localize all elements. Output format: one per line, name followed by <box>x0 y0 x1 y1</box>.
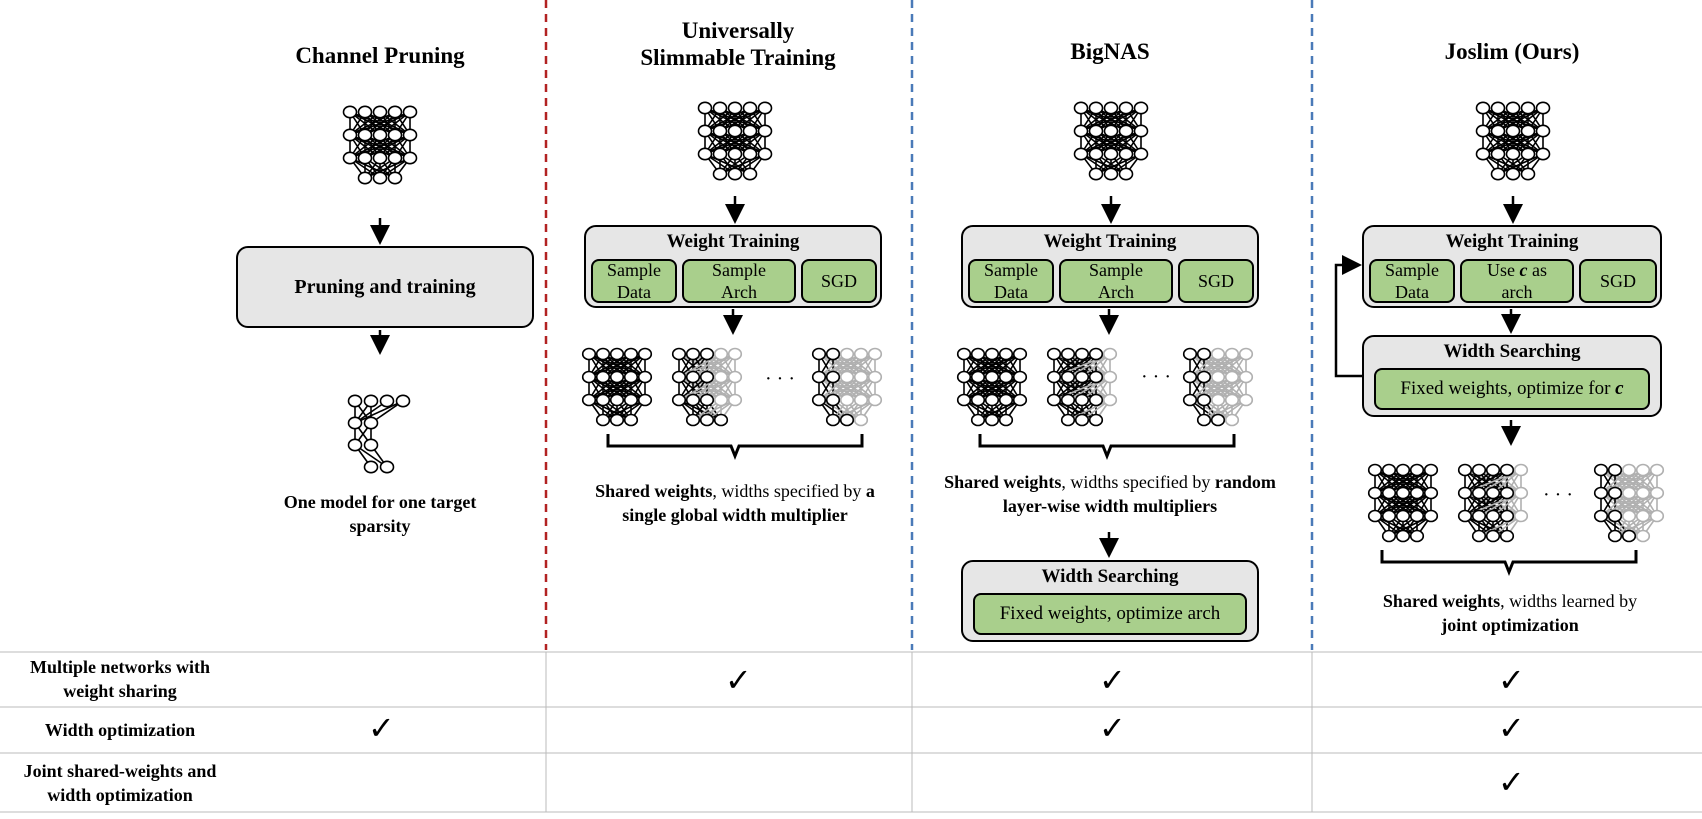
network-icon <box>1073 101 1149 181</box>
pruned-network-icon <box>347 394 411 474</box>
joslim-width-searching-label: Width Searching <box>1443 341 1581 362</box>
check-mark: ✓ <box>1498 763 1525 801</box>
check-mark: ✓ <box>368 709 395 747</box>
network-icon <box>1367 463 1439 543</box>
check-mark: ✓ <box>1099 709 1126 747</box>
ust-title: Universally Slimmable Training <box>588 17 888 71</box>
network-icon <box>697 101 773 181</box>
bignas-ellipsis: · · · <box>1141 366 1171 388</box>
check-mark: ✓ <box>1498 709 1525 747</box>
network-icon <box>581 347 653 427</box>
check-mark: ✓ <box>725 661 752 699</box>
network-icon <box>671 347 743 427</box>
pruning-training-box: Pruning and training <box>236 246 534 328</box>
network-icon <box>1046 347 1118 427</box>
joslim-ellipsis: · · · <box>1543 484 1573 506</box>
grouping-brace <box>606 434 864 461</box>
joslim-weight-training-label: Weight Training <box>1445 231 1579 252</box>
bignas-title: BigNAS <box>1070 39 1150 64</box>
bignas-caption: Shared weights, widths specified by rand… <box>944 472 1276 516</box>
bignas-sgd: SGD <box>1178 259 1254 303</box>
joslim-title: Joslim (Ours) <box>1444 39 1580 64</box>
network-icon <box>1182 347 1254 427</box>
ust-title-line2: Slimmable Training <box>640 45 836 70</box>
bignas-width-searching-label: Width Searching <box>1041 566 1179 587</box>
grouping-brace <box>978 434 1236 461</box>
pruning-caption: One model for one target sparsity <box>230 490 530 538</box>
table-row-label: Width optimization <box>44 720 196 740</box>
check-mark: ✓ <box>1099 661 1126 699</box>
ust-weight-training-label: Weight Training <box>666 231 800 252</box>
network-icon <box>1475 101 1551 181</box>
feedback-arrow <box>1334 255 1362 378</box>
network-icon <box>811 347 883 427</box>
joslim-sgd: SGD <box>1579 259 1657 303</box>
joslim-width-searching-box: Width Searching Fixed weights, optimize … <box>1362 335 1662 417</box>
ust-title-line1: Universally <box>681 18 795 43</box>
pruning-training-label: Pruning and training <box>294 276 476 298</box>
network-icon <box>1457 463 1529 543</box>
bignas-width-searching-box: Width Searching Fixed weights, optimize … <box>961 560 1259 642</box>
bignas-search-content: Fixed weights, optimize arch <box>973 593 1247 635</box>
ust-ellipsis: · · · <box>765 368 795 390</box>
ust-caption: Shared weights, widths specified by a si… <box>595 481 875 525</box>
bignas-weight-training-label: Weight Training <box>1043 231 1177 252</box>
joslim-search-content: Fixed weights, optimize for c <box>1374 368 1650 410</box>
pruning-caption-line2: sparsity <box>349 516 411 536</box>
joslim-caption: Shared weights, widths learned by joint … <box>1382 591 1638 635</box>
grouping-brace <box>1380 550 1638 577</box>
network-icon <box>342 105 418 185</box>
network-icon <box>956 347 1028 427</box>
pruning-caption-line1: One model for one target <box>283 492 477 512</box>
channel-pruning-title: Channel Pruning <box>295 43 465 68</box>
network-icon <box>1593 463 1665 543</box>
ust-sgd: SGD <box>801 259 877 303</box>
check-mark: ✓ <box>1498 661 1525 699</box>
